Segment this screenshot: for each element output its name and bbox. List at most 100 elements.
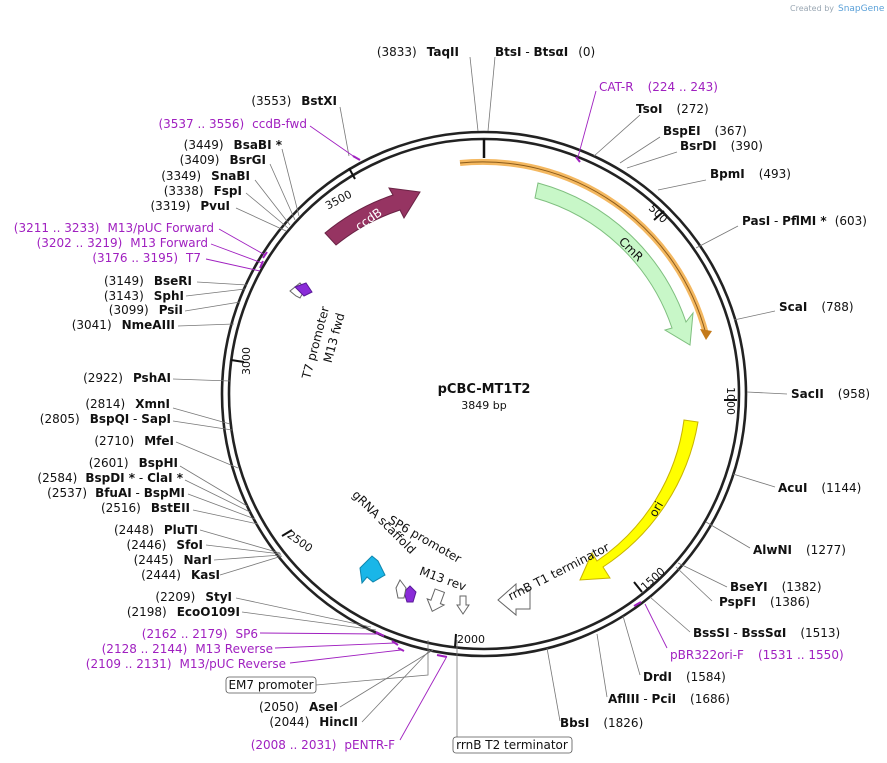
site-bstxi[interactable]: (3553)BstXI xyxy=(251,94,337,108)
site-kasi[interactable]: (2444)KasI xyxy=(141,568,220,582)
site-nari[interactable]: (2445)NarI xyxy=(134,553,212,567)
rrnb-t1-terminator-arrow[interactable] xyxy=(497,582,531,617)
pleader-m13-puc-reverse xyxy=(289,649,402,664)
plasmid-name: pCBC-MT1T2 xyxy=(438,382,531,397)
leader-bsrdi xyxy=(626,151,678,169)
site-drdi[interactable]: DrdI(1584) xyxy=(643,670,726,684)
leader-bseri xyxy=(196,281,248,286)
rrnb-t2-terminator-box[interactable] xyxy=(452,736,573,754)
site-bbsi[interactable]: BbsI(1826) xyxy=(560,716,643,730)
m13-rev-label: M13 rev xyxy=(418,564,468,594)
site-btsi[interactable]: BtsI - BtsαI(0) xyxy=(495,45,595,59)
tick-label-2000: 2000 xyxy=(457,633,485,646)
leader-sphi xyxy=(185,288,246,297)
site-scai[interactable]: ScaI(788) xyxy=(779,300,854,314)
site-alwni[interactable]: AlwNI(1277) xyxy=(753,543,846,557)
site-bsrdi[interactable]: BsrDI(390) xyxy=(680,139,763,153)
site-sacii[interactable]: SacII(958) xyxy=(791,387,870,401)
leader-sfoi xyxy=(205,544,282,555)
tick-mark-3000 xyxy=(230,359,245,363)
site-pluti[interactable]: (2448)PluTI xyxy=(114,523,198,537)
site-mfei[interactable]: (2710)MfeI xyxy=(94,434,174,448)
leader-kasi xyxy=(219,555,283,576)
ccdb-feature[interactable] xyxy=(324,187,421,246)
leader-afliii xyxy=(596,633,608,698)
sp6-promoter-arrow[interactable] xyxy=(424,588,448,615)
em7-promoter-box[interactable] xyxy=(225,676,317,694)
site-sphi[interactable]: (3143)SphI xyxy=(104,289,184,303)
site-pasi[interactable]: PasI - PflMI *(603) xyxy=(742,214,867,228)
primer-m13-puc-forward[interactable]: (3211 .. 3233)M13/pUC Forward xyxy=(14,221,214,235)
primer-pentr-f[interactable]: (2008 .. 2031)pENTR-F xyxy=(251,738,395,752)
primer-t7[interactable]: (3176 .. 3195)T7 xyxy=(92,251,201,265)
leader-bspqi xyxy=(172,420,233,431)
leader-tsoi xyxy=(593,114,641,157)
leader-mfei xyxy=(175,441,239,469)
site-bsssi[interactable]: BssSI - BssSαI(1513) xyxy=(693,626,840,640)
plasmid-length: 3849 bp xyxy=(461,399,506,412)
site-bsrgi[interactable]: (3409)BsrGI xyxy=(180,153,266,167)
site-asei[interactable]: (2050)AseI xyxy=(259,700,338,714)
primer-sp6[interactable]: (2162 .. 2179)SP6 xyxy=(142,627,258,641)
cmr-feature[interactable] xyxy=(534,182,694,346)
site-pspfi[interactable]: PspFI(1386) xyxy=(719,595,810,609)
leader-btsi xyxy=(487,56,496,132)
leader-bsrgi xyxy=(269,163,296,221)
leader-pasi xyxy=(695,225,739,249)
site-ecoo109i[interactable]: (2198)EcoO109I xyxy=(127,605,240,619)
site-pvui[interactable]: (3319)PvuI xyxy=(150,199,230,213)
snapgene-logo: SnapGene xyxy=(838,4,885,14)
pleader-m13-puc-forward xyxy=(218,228,266,256)
leader-bpmi xyxy=(657,179,707,191)
leader-bfuai xyxy=(187,493,256,520)
site-bseyi[interactable]: BseYI(1382) xyxy=(730,580,822,594)
site-bspei[interactable]: BspEI(367) xyxy=(663,124,747,138)
leader-ecoo109i xyxy=(241,611,377,631)
leader-nmeaiii xyxy=(177,323,235,327)
site-hincii[interactable]: (2044)HincII xyxy=(269,715,358,729)
site-fspi[interactable]: (3338)FspI xyxy=(164,184,242,198)
site-taqii[interactable]: (3833)TaqII xyxy=(377,45,459,59)
leader-nari xyxy=(213,554,282,561)
leader-bspei xyxy=(619,136,661,164)
primer-tick-m13-forward xyxy=(259,260,264,269)
leader-pvui xyxy=(235,207,287,232)
pleader-ccdb-fwd xyxy=(309,125,357,159)
site-acui[interactable]: AcuI(1144) xyxy=(778,481,861,495)
site-snabi[interactable]: (3349)SnaBI xyxy=(161,169,250,183)
primer-pbr322ori-f[interactable]: pBR322ori-F(1531 .. 1550) xyxy=(670,648,844,662)
site-bspqi[interactable]: (2805)BspQI - SapI xyxy=(40,412,171,426)
ori-feature[interactable] xyxy=(579,419,699,581)
site-xmni[interactable]: (2814)XmnI xyxy=(85,397,170,411)
primer-m13-forward[interactable]: (3202 .. 3219)M13 Forward xyxy=(37,236,208,250)
primer-m13-puc-reverse[interactable]: (2109 .. 2131)M13/pUC Reverse xyxy=(86,657,286,671)
cat-r-primer-line xyxy=(459,161,707,335)
site-bpmi[interactable]: BpmI(493) xyxy=(710,167,791,181)
site-sfoi[interactable]: (2446)SfoI xyxy=(127,538,203,552)
site-nmeaiii[interactable]: (3041)NmeAIII xyxy=(72,318,175,332)
site-pshai[interactable]: (2922)PshAI xyxy=(83,371,171,385)
site-styi[interactable]: (2209)StyI xyxy=(155,590,232,604)
site-bsphi[interactable]: (2601)BspHI xyxy=(89,456,178,470)
site-bseri[interactable]: (3149)BseRI xyxy=(104,274,192,288)
site-bsteii[interactable]: (2516)BstEII xyxy=(101,501,190,515)
leader-styi xyxy=(235,597,372,628)
site-bfuai-bspmi[interactable]: (2537)BfuAI - BspMI xyxy=(47,486,185,500)
site-psii[interactable]: (3099)PsiI xyxy=(109,303,183,317)
site-tsoi[interactable]: TsoI(272) xyxy=(636,102,709,116)
tick-label-3000: 3000 xyxy=(240,347,253,375)
m13-fwd-arrow[interactable] xyxy=(294,282,313,297)
leader-alwni xyxy=(705,521,751,549)
primer-tick-pentr-f xyxy=(436,654,448,658)
site-bsabi[interactable]: (3449)BsaBI * xyxy=(184,138,283,152)
m13-rev-arrow[interactable] xyxy=(456,595,470,615)
tick-label-1000: 1000 xyxy=(724,387,737,415)
grna-scaffold-arrow[interactable] xyxy=(359,555,386,585)
primer-ccdb-fwd[interactable]: (3537 .. 3556)ccdB-fwd xyxy=(158,117,307,131)
primer-cat-r[interactable]: CAT-R(224 .. 243) xyxy=(599,80,718,94)
site-bspdi-clai[interactable]: (2584)BspDI * - ClaI * xyxy=(37,471,183,485)
site-afliii[interactable]: AflIII - PciI(1686) xyxy=(608,692,730,706)
leader-snabi xyxy=(254,179,291,226)
primer-m13-reverse[interactable]: (2128 .. 2144)M13 Reverse xyxy=(102,642,273,656)
